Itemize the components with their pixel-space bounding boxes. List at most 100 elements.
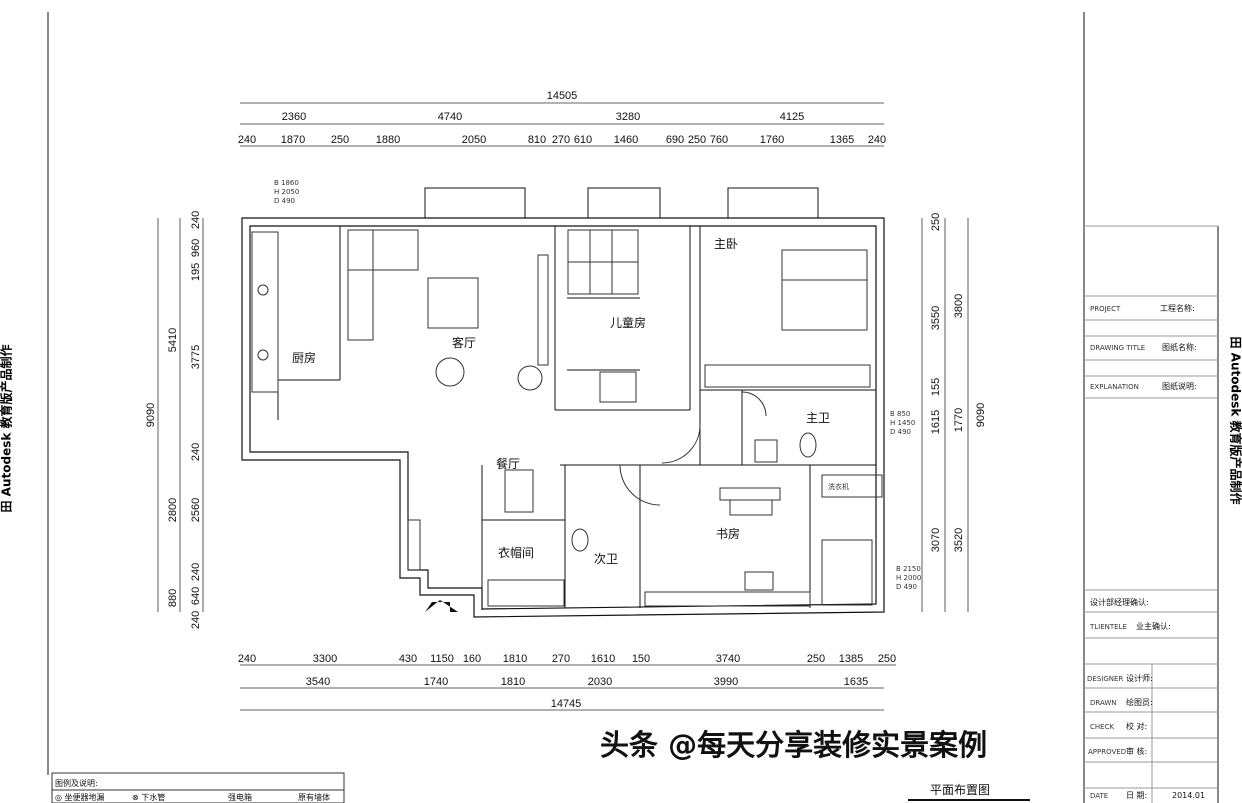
interior-walls bbox=[277, 226, 876, 610]
svg-text:155: 155 bbox=[930, 378, 942, 396]
title-block-lines bbox=[1084, 225, 1218, 803]
svg-text:240: 240 bbox=[190, 563, 202, 581]
svg-text:1870: 1870 bbox=[281, 134, 305, 146]
svg-text:H 2000: H 2000 bbox=[896, 574, 921, 582]
room-master-bath: 主卫 bbox=[806, 411, 830, 425]
svg-text:PROJECT: PROJECT bbox=[1090, 305, 1121, 313]
svg-text:3520: 3520 bbox=[953, 528, 965, 552]
svg-text:9090: 9090 bbox=[145, 403, 157, 427]
svg-text:240: 240 bbox=[238, 134, 256, 146]
svg-text:240: 240 bbox=[190, 443, 202, 461]
svg-text:690: 690 bbox=[666, 134, 684, 146]
svg-text:240: 240 bbox=[190, 211, 202, 229]
svg-text:14505: 14505 bbox=[547, 90, 578, 102]
svg-text:CHECK: CHECK bbox=[1090, 723, 1114, 731]
svg-text:250: 250 bbox=[807, 653, 825, 665]
svg-text:4125: 4125 bbox=[780, 111, 804, 123]
svg-text:2360: 2360 bbox=[282, 111, 306, 123]
svg-text:760: 760 bbox=[710, 134, 728, 146]
svg-text:1635: 1635 bbox=[844, 676, 868, 688]
svg-text:APPROVED: APPROVED bbox=[1088, 748, 1126, 756]
exterior-walls bbox=[241, 217, 885, 618]
svg-text:240: 240 bbox=[238, 653, 256, 665]
room-living: 客厅 bbox=[452, 335, 476, 350]
svg-text:880: 880 bbox=[167, 589, 179, 607]
svg-text:H 1450: H 1450 bbox=[890, 419, 915, 427]
svg-text:工程名称:: 工程名称: bbox=[1160, 303, 1195, 313]
svg-text:图纸说明:: 图纸说明: bbox=[1162, 381, 1197, 391]
washer-label: 洗衣机 bbox=[828, 482, 849, 491]
svg-text:2050: 2050 bbox=[462, 134, 486, 146]
svg-text:3775: 3775 bbox=[190, 345, 202, 369]
svg-text:430: 430 bbox=[399, 653, 417, 665]
svg-text:1880: 1880 bbox=[376, 134, 400, 146]
svg-text:1810: 1810 bbox=[501, 676, 525, 688]
room-kids: 儿童房 bbox=[610, 315, 646, 330]
svg-text:DRAWING TITLE: DRAWING TITLE bbox=[1090, 344, 1145, 352]
svg-text:270: 270 bbox=[552, 134, 570, 146]
svg-text:1385: 1385 bbox=[839, 653, 863, 665]
svg-text:250: 250 bbox=[930, 213, 942, 231]
legend-box bbox=[51, 772, 345, 803]
svg-text:960: 960 bbox=[190, 239, 202, 257]
svg-text:195: 195 bbox=[190, 263, 202, 281]
svg-text:1615: 1615 bbox=[930, 410, 942, 434]
svg-text:2560: 2560 bbox=[190, 498, 202, 522]
svg-text:240: 240 bbox=[190, 611, 202, 629]
svg-text:14745: 14745 bbox=[551, 698, 582, 710]
svg-text:1770: 1770 bbox=[953, 408, 965, 432]
svg-text:B 2150: B 2150 bbox=[896, 565, 921, 573]
svg-text:D 490: D 490 bbox=[896, 583, 917, 591]
room-master: 主卧 bbox=[714, 237, 738, 251]
svg-text:B 850: B 850 bbox=[890, 410, 910, 418]
svg-text:绘图员:: 绘图员: bbox=[1126, 697, 1153, 707]
svg-text:日 期:: 日 期: bbox=[1126, 791, 1147, 800]
svg-text:5410: 5410 bbox=[167, 328, 179, 352]
svg-text:DATE: DATE bbox=[1090, 792, 1108, 800]
room-closet: 衣帽间 bbox=[498, 545, 534, 560]
watermark: 头条 @每天分享装修实景案例 bbox=[599, 727, 988, 763]
svg-text:图例及说明:: 图例及说明: bbox=[55, 778, 98, 788]
svg-text:原有墙体: 原有墙体 bbox=[298, 792, 330, 802]
svg-text:2800: 2800 bbox=[167, 498, 179, 522]
svg-text:1365: 1365 bbox=[830, 134, 854, 146]
svg-text:3550: 3550 bbox=[930, 306, 942, 330]
svg-text:3070: 3070 bbox=[930, 528, 942, 552]
svg-text:D 490: D 490 bbox=[890, 428, 911, 436]
svg-text:EXPLANATION: EXPLANATION bbox=[1090, 383, 1139, 391]
svg-text:H 2050: H 2050 bbox=[274, 188, 299, 196]
svg-text:810: 810 bbox=[528, 134, 546, 146]
edu-stamp-left: 田 Autodesk 教育版产品制作 bbox=[0, 344, 14, 513]
room-second-bath: 次卫 bbox=[594, 552, 618, 566]
svg-text:250: 250 bbox=[331, 134, 349, 146]
svg-text:1150: 1150 bbox=[430, 653, 454, 665]
svg-text:270: 270 bbox=[552, 653, 570, 665]
svg-text:设计部经理确认:: 设计部经理确认: bbox=[1090, 597, 1149, 607]
svg-text:◎ 坐便器地漏: ◎ 坐便器地漏 bbox=[55, 792, 105, 802]
svg-text:9090: 9090 bbox=[975, 403, 987, 427]
svg-text:2030: 2030 bbox=[588, 676, 612, 688]
edu-stamp-right: 田 Autodesk 教育版产品制作 bbox=[1228, 336, 1242, 505]
svg-text:150: 150 bbox=[632, 653, 650, 665]
svg-text:3300: 3300 bbox=[313, 653, 337, 665]
svg-text:⊗ 下水管: ⊗ 下水管 bbox=[132, 792, 165, 802]
svg-text:3990: 3990 bbox=[714, 676, 738, 688]
svg-text:DESIGNER: DESIGNER bbox=[1087, 675, 1123, 683]
balconies bbox=[424, 187, 819, 219]
svg-text:强电箱: 强电箱 bbox=[228, 792, 252, 802]
svg-text:160: 160 bbox=[463, 653, 481, 665]
furniture bbox=[251, 229, 883, 607]
svg-text:250: 250 bbox=[688, 134, 706, 146]
svg-text:640: 640 bbox=[190, 587, 202, 605]
legend: 图例及说明: ◎ 坐便器地漏 ⊗ 下水管 强电箱 原有墙体 bbox=[55, 778, 330, 802]
drawing-title: 平面布置图 bbox=[930, 783, 990, 797]
svg-text:图纸名称:: 图纸名称: bbox=[1162, 342, 1197, 352]
svg-text:3280: 3280 bbox=[616, 111, 640, 123]
svg-text:2014.01: 2014.01 bbox=[1172, 791, 1205, 800]
room-labels: 厨房 客厅 儿童房 主卧 主卫 餐厅 衣帽间 次卫 书房 洗衣机 bbox=[292, 237, 849, 566]
svg-text:TLIENTELE: TLIENTELE bbox=[1089, 623, 1127, 631]
